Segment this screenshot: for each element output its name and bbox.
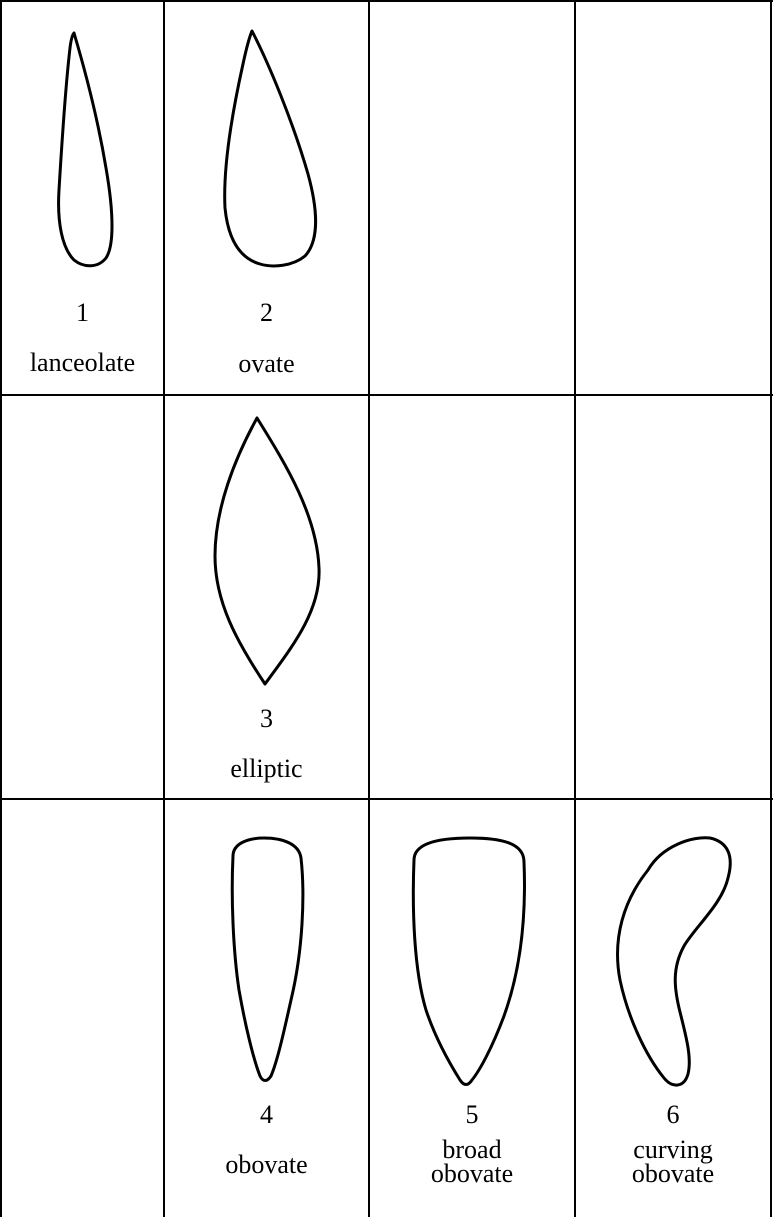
shape-number-6: 6	[576, 1102, 770, 1128]
cell-ovate: 2 ovate	[165, 2, 368, 394]
shape-number-1: 1	[2, 300, 163, 326]
shape-label-broad-obovate: broad obovate	[370, 1138, 574, 1186]
elliptic-leaf-icon	[165, 396, 368, 798]
shape-label-lanceolate: lanceolate	[2, 350, 163, 376]
shape-number-2: 2	[165, 300, 368, 326]
cell-curving-obovate: 6 curving obovate	[576, 800, 770, 1217]
shape-number-3: 3	[165, 706, 368, 732]
shape-label-curving-obovate-line2: obovate	[576, 1162, 770, 1186]
cell-broad-obovate: 5 broad obovate	[370, 800, 574, 1217]
shape-label-elliptic: elliptic	[165, 756, 368, 782]
shape-label-broad-obovate-line2: obovate	[370, 1162, 574, 1186]
table-row-divider-1	[0, 394, 773, 396]
cell-lanceolate: 1 lanceolate	[2, 2, 163, 394]
shape-label-ovate: ovate	[165, 351, 368, 377]
shape-number-4: 4	[165, 1102, 368, 1128]
cell-obovate: 4 obovate	[165, 800, 368, 1217]
lanceolate-leaf-icon	[2, 2, 163, 394]
shape-label-obovate: obovate	[165, 1152, 368, 1178]
cell-elliptic: 3 elliptic	[165, 396, 368, 798]
shape-label-curving-obovate: curving obovate	[576, 1138, 770, 1186]
ovate-leaf-icon	[165, 2, 368, 394]
shape-number-5: 5	[370, 1102, 574, 1128]
table-border-right	[770, 0, 772, 1217]
